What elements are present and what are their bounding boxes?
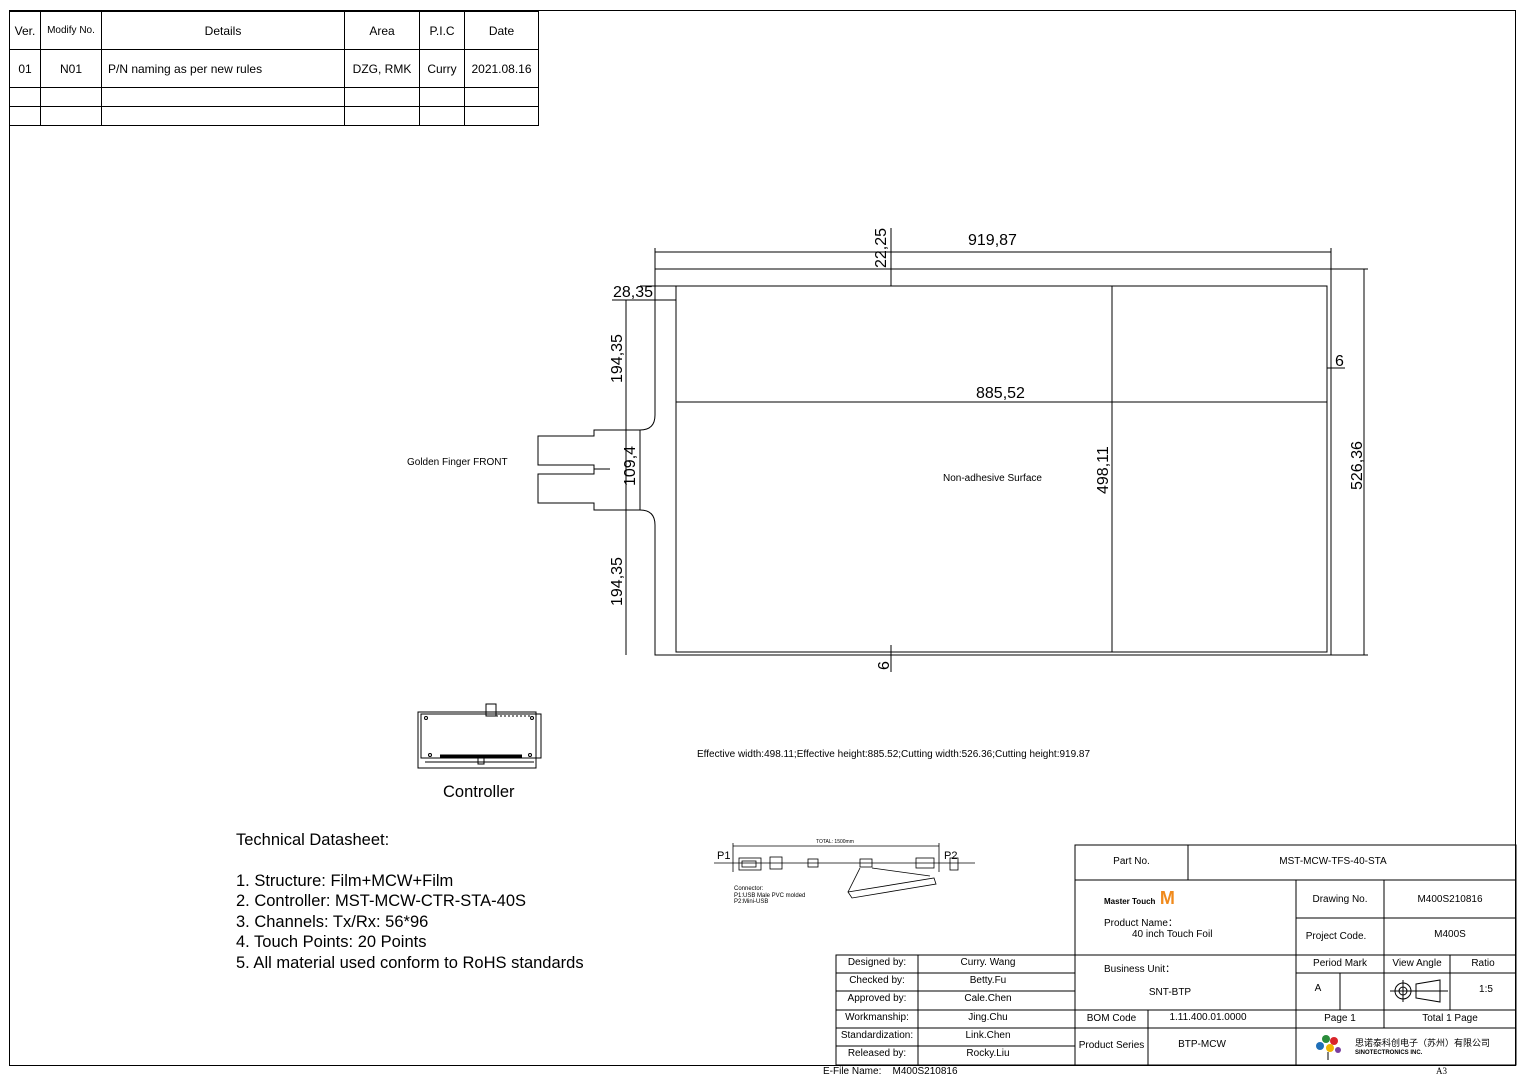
datasheet-item: 3. Channels: Tx/Rx: 56*96 <box>236 913 429 931</box>
total-pages: Total 1 Page <box>1422 1013 1478 1024</box>
title-block-grid <box>835 844 1517 1066</box>
sheet-size: A3 <box>1436 1066 1447 1076</box>
datasheet-title: Technical Datasheet: <box>236 831 390 849</box>
signoff-role: Checked by: <box>849 975 905 986</box>
company-logo <box>1316 1035 1341 1060</box>
business-unit: SNT-BTP <box>1148 987 1192 998</box>
part-no-label: Part No. <box>1113 856 1150 867</box>
cutting-outline <box>625 268 1332 656</box>
efile-label: E-File Name: <box>823 1066 882 1077</box>
page-number: Page 1 <box>1324 1013 1356 1024</box>
cable-p1-label: P1 <box>717 850 731 862</box>
dim-cutting-width: 526,36 <box>1349 441 1366 490</box>
cable-total-length: TOTAL: 1500mm <box>816 839 854 845</box>
ratio-label: Ratio <box>1471 958 1495 969</box>
ratio: 1:5 <box>1479 984 1493 995</box>
dim-upper: 194,35 <box>609 334 626 383</box>
golden-finger-label: Golden Finger FRONT <box>407 457 508 468</box>
business-unit-label: Business Unit： <box>1104 964 1176 975</box>
cable-connector-note: Connector: P1:USB Male PVC molded P2:Min… <box>734 886 805 906</box>
signoff-role: Workmanship: <box>845 1012 909 1023</box>
project-code-label: Project Code. <box>1305 931 1367 942</box>
dim-margin-right: 6 <box>1335 353 1344 370</box>
brand-mark: M <box>1159 888 1175 908</box>
efile-value: M400S210816 <box>892 1066 958 1077</box>
period-mark: A <box>1314 983 1322 994</box>
signoff-name: Curry. Wang <box>960 957 1016 968</box>
signoff-name: Betty.Fu <box>969 975 1007 986</box>
dimension-summary: Effective width:498.11;Effective height:… <box>697 749 1091 760</box>
rev-details: P/N naming as per new rules <box>101 49 345 88</box>
datasheet-item: 4. Touch Points: 20 Points <box>236 933 427 951</box>
product-name: 40 inch Touch Foil <box>1132 929 1213 940</box>
rev-area: DZG, RMK <box>344 49 420 88</box>
product-series: BTP-MCW <box>1178 1039 1226 1050</box>
datasheet-item: 1. Structure: Film+MCW+Film <box>236 872 454 890</box>
product-name-label: Product Name： <box>1104 918 1178 929</box>
brand-text: Master Touch <box>1104 897 1156 906</box>
rev-header-area: Area <box>344 11 420 50</box>
signoff-name: Jing.Chu <box>968 1012 1008 1023</box>
dim-tail-width: 28,35 <box>613 284 654 301</box>
view-angle-symbol <box>1390 979 1448 1003</box>
company-name-en: SINOTECTRONICS INC. <box>1355 1050 1423 1056</box>
rev-date: 2021.08.16 <box>464 49 539 88</box>
rev-header-date: Date <box>464 11 539 50</box>
bom-code: 1.11.400.01.0000 <box>1169 1012 1247 1023</box>
dim-cutting-height: 919,87 <box>968 232 1017 249</box>
project-code: M400S <box>1434 929 1466 940</box>
controller-label: Controller <box>443 783 515 801</box>
signoff-role: Approved by: <box>847 993 907 1004</box>
drawing-frame <box>9 10 1516 1066</box>
dim-lower: 194,35 <box>609 557 626 606</box>
dim-top-offset: 22,25 <box>873 227 890 268</box>
brand-logo: Master Touch M <box>1104 888 1175 909</box>
rev-ver: 01 <box>9 49 41 88</box>
datasheet-item: 2. Controller: MST-MCW-CTR-STA-40S <box>236 892 527 910</box>
dim-effective-height: 885,52 <box>976 385 1025 402</box>
company-name-cn: 思诺泰科创电子（苏州）有限公司 <box>1355 1038 1491 1048</box>
dim-tail: 109,4 <box>622 445 639 486</box>
signoff-role: Standardization: <box>840 1030 914 1041</box>
inner-outline <box>675 285 1328 653</box>
datasheet-item: 5. All material used conform to RoHS sta… <box>236 954 584 972</box>
signoff-role: Released by: <box>847 1048 907 1059</box>
signoff-name: Link.Chen <box>965 1030 1011 1041</box>
rev-header-modify: Modify No. <box>40 11 102 50</box>
drawing-no-label: Drawing No. <box>1312 894 1368 905</box>
revision-table: Ver. Modify No. Details Area P.I.C Date … <box>9 11 539 126</box>
cable-sketch <box>714 843 975 899</box>
cable-note-title: Connector: <box>734 886 764 892</box>
rev-row: 01 N01 P/N naming as per new rules DZG, … <box>9 49 539 88</box>
dim-effective-width: 498,11 <box>1095 446 1112 494</box>
rev-modify: N01 <box>40 49 102 88</box>
dim-margin-bottom: 6 <box>876 661 893 670</box>
view-angle-label: View Angle <box>1392 958 1442 969</box>
part-no: MST-MCW-TFS-40-STA <box>1279 856 1387 867</box>
signoff-role: Designed by: <box>847 957 907 968</box>
product-series-label: Product Series <box>1078 1040 1145 1051</box>
controller-board-sketch <box>417 703 542 769</box>
drawing-no: M400S210816 <box>1417 894 1483 905</box>
bom-code-label: BOM Code <box>1086 1013 1137 1024</box>
period-mark-label: Period Mark <box>1313 958 1367 969</box>
cable-p2-label: P2 <box>944 850 958 862</box>
signoff-name: Rocky.Liu <box>966 1048 1010 1059</box>
cable-note-p1: P1:USB Male PVC molded <box>734 892 806 899</box>
cable-note-p2: P2:Mini-USB <box>734 899 769 905</box>
golden-finger-outline <box>537 429 626 511</box>
signoff-name: Cale.Chen <box>964 993 1012 1004</box>
efile-name: E-File Name: M400S210816 <box>823 1066 958 1077</box>
surface-label: Non-adhesive Surface <box>943 473 1042 484</box>
